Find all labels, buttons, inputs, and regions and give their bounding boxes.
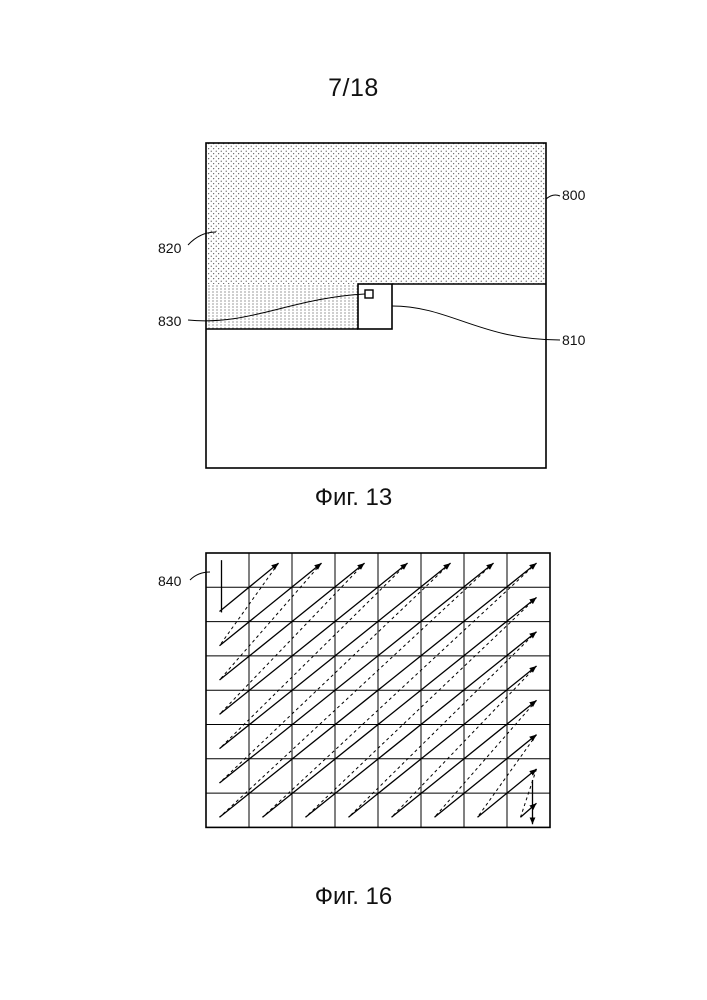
- scan-arrow: [220, 563, 494, 783]
- sample-830: [365, 290, 373, 298]
- leader-840: [190, 572, 210, 580]
- label-820: 820: [158, 241, 181, 255]
- scan-arrow: [435, 735, 537, 818]
- scan-arrow: [220, 563, 322, 646]
- block-810: [358, 284, 392, 329]
- leader-800: [546, 195, 560, 199]
- leader-810: [392, 306, 560, 340]
- label-810: 810: [562, 333, 585, 347]
- scan-arrow: [220, 563, 408, 714]
- label-800: 800: [562, 188, 585, 202]
- caption-fig16: Фиг. 16: [0, 883, 707, 911]
- dotted-region-upper: [206, 143, 546, 284]
- label-840: 840: [158, 574, 181, 588]
- dotted-region-left: [206, 284, 358, 329]
- scan-arrow: [349, 666, 537, 817]
- figure-13: [188, 143, 560, 468]
- figure-16: [190, 553, 550, 827]
- caption-fig13: Фиг. 13: [0, 484, 707, 512]
- label-830: 830: [158, 314, 181, 328]
- scan-arrow: [263, 597, 537, 817]
